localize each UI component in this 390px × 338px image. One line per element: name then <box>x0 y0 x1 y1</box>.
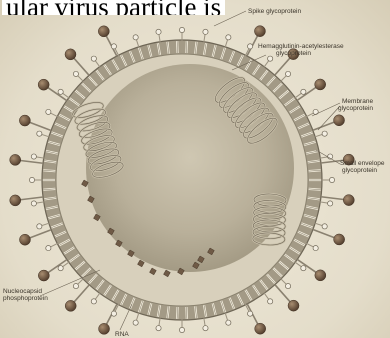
spike-head <box>19 115 30 126</box>
spike-head <box>38 270 49 281</box>
hook-head <box>37 224 42 229</box>
label-membrane-line2: glycoprotein <box>338 105 373 112</box>
label-hemagglutinin-line2: glycoprotein <box>276 50 311 57</box>
label-membrane-line1: Membrane <box>342 98 373 105</box>
hook-head <box>156 29 161 34</box>
spike-head <box>65 300 76 311</box>
hook-head <box>91 56 96 61</box>
hook-head <box>46 109 51 114</box>
virus-interior <box>86 64 294 272</box>
hook-head <box>285 71 290 76</box>
hook-head <box>31 201 36 206</box>
label-spike-glycoprotein: Spike glycoprotein <box>248 8 301 15</box>
label-nucleocapsid-line1: Nucleocapsid <box>3 288 42 295</box>
hook-head <box>226 35 231 40</box>
label-rna: RNA <box>115 331 129 338</box>
hook-head <box>322 224 327 229</box>
hook-head <box>301 89 306 94</box>
spike-head <box>288 300 299 311</box>
hook-head <box>29 177 34 182</box>
hook-head <box>58 89 63 94</box>
hook-head <box>58 266 63 271</box>
hook-head <box>73 71 78 76</box>
spike-head <box>65 49 76 60</box>
hook-head <box>91 299 96 304</box>
page-text-fragment: ular virus particle is <box>2 0 225 15</box>
hook-head <box>285 283 290 288</box>
hook-head <box>268 299 273 304</box>
spike-head <box>98 26 109 37</box>
hook-head <box>268 56 273 61</box>
spike-head <box>99 323 110 334</box>
spike-head <box>343 195 354 206</box>
hook-head <box>133 35 138 40</box>
hook-head <box>179 327 184 332</box>
spike-head <box>19 234 30 245</box>
hook-head <box>313 245 318 250</box>
hook-head <box>37 131 42 136</box>
spike-head <box>10 195 21 206</box>
hook-head <box>322 131 327 136</box>
spike-head <box>38 79 49 90</box>
spike-head <box>334 234 345 245</box>
spike-head <box>255 323 266 334</box>
hook-head <box>133 320 138 325</box>
hook-head <box>156 326 161 331</box>
hook-head <box>203 326 208 331</box>
hook-head <box>46 245 51 250</box>
hook-head <box>31 154 36 159</box>
spike-head <box>10 154 21 165</box>
hook-head <box>247 311 252 316</box>
hook-head <box>247 44 252 49</box>
hook-head <box>179 27 184 32</box>
label-small-envelope-line2: glycoprotein <box>342 167 377 174</box>
hook-head <box>328 201 333 206</box>
hook-head <box>111 44 116 49</box>
spike-head <box>334 115 345 126</box>
label-small-envelope-line1: Small envelope <box>340 160 384 167</box>
hook-head <box>111 311 116 316</box>
spike-head <box>315 79 326 90</box>
label-nucleocapsid-line2: phosphoprotein <box>3 295 48 302</box>
hook-head <box>301 266 306 271</box>
hook-head <box>73 283 78 288</box>
spike-head <box>315 270 326 281</box>
hook-head <box>203 29 208 34</box>
label-hemagglutinin-line1: Hemagglutinin-acetylesterase <box>258 43 344 50</box>
spike-head <box>254 26 265 37</box>
hook-head <box>226 320 231 325</box>
hook-head <box>329 177 334 182</box>
